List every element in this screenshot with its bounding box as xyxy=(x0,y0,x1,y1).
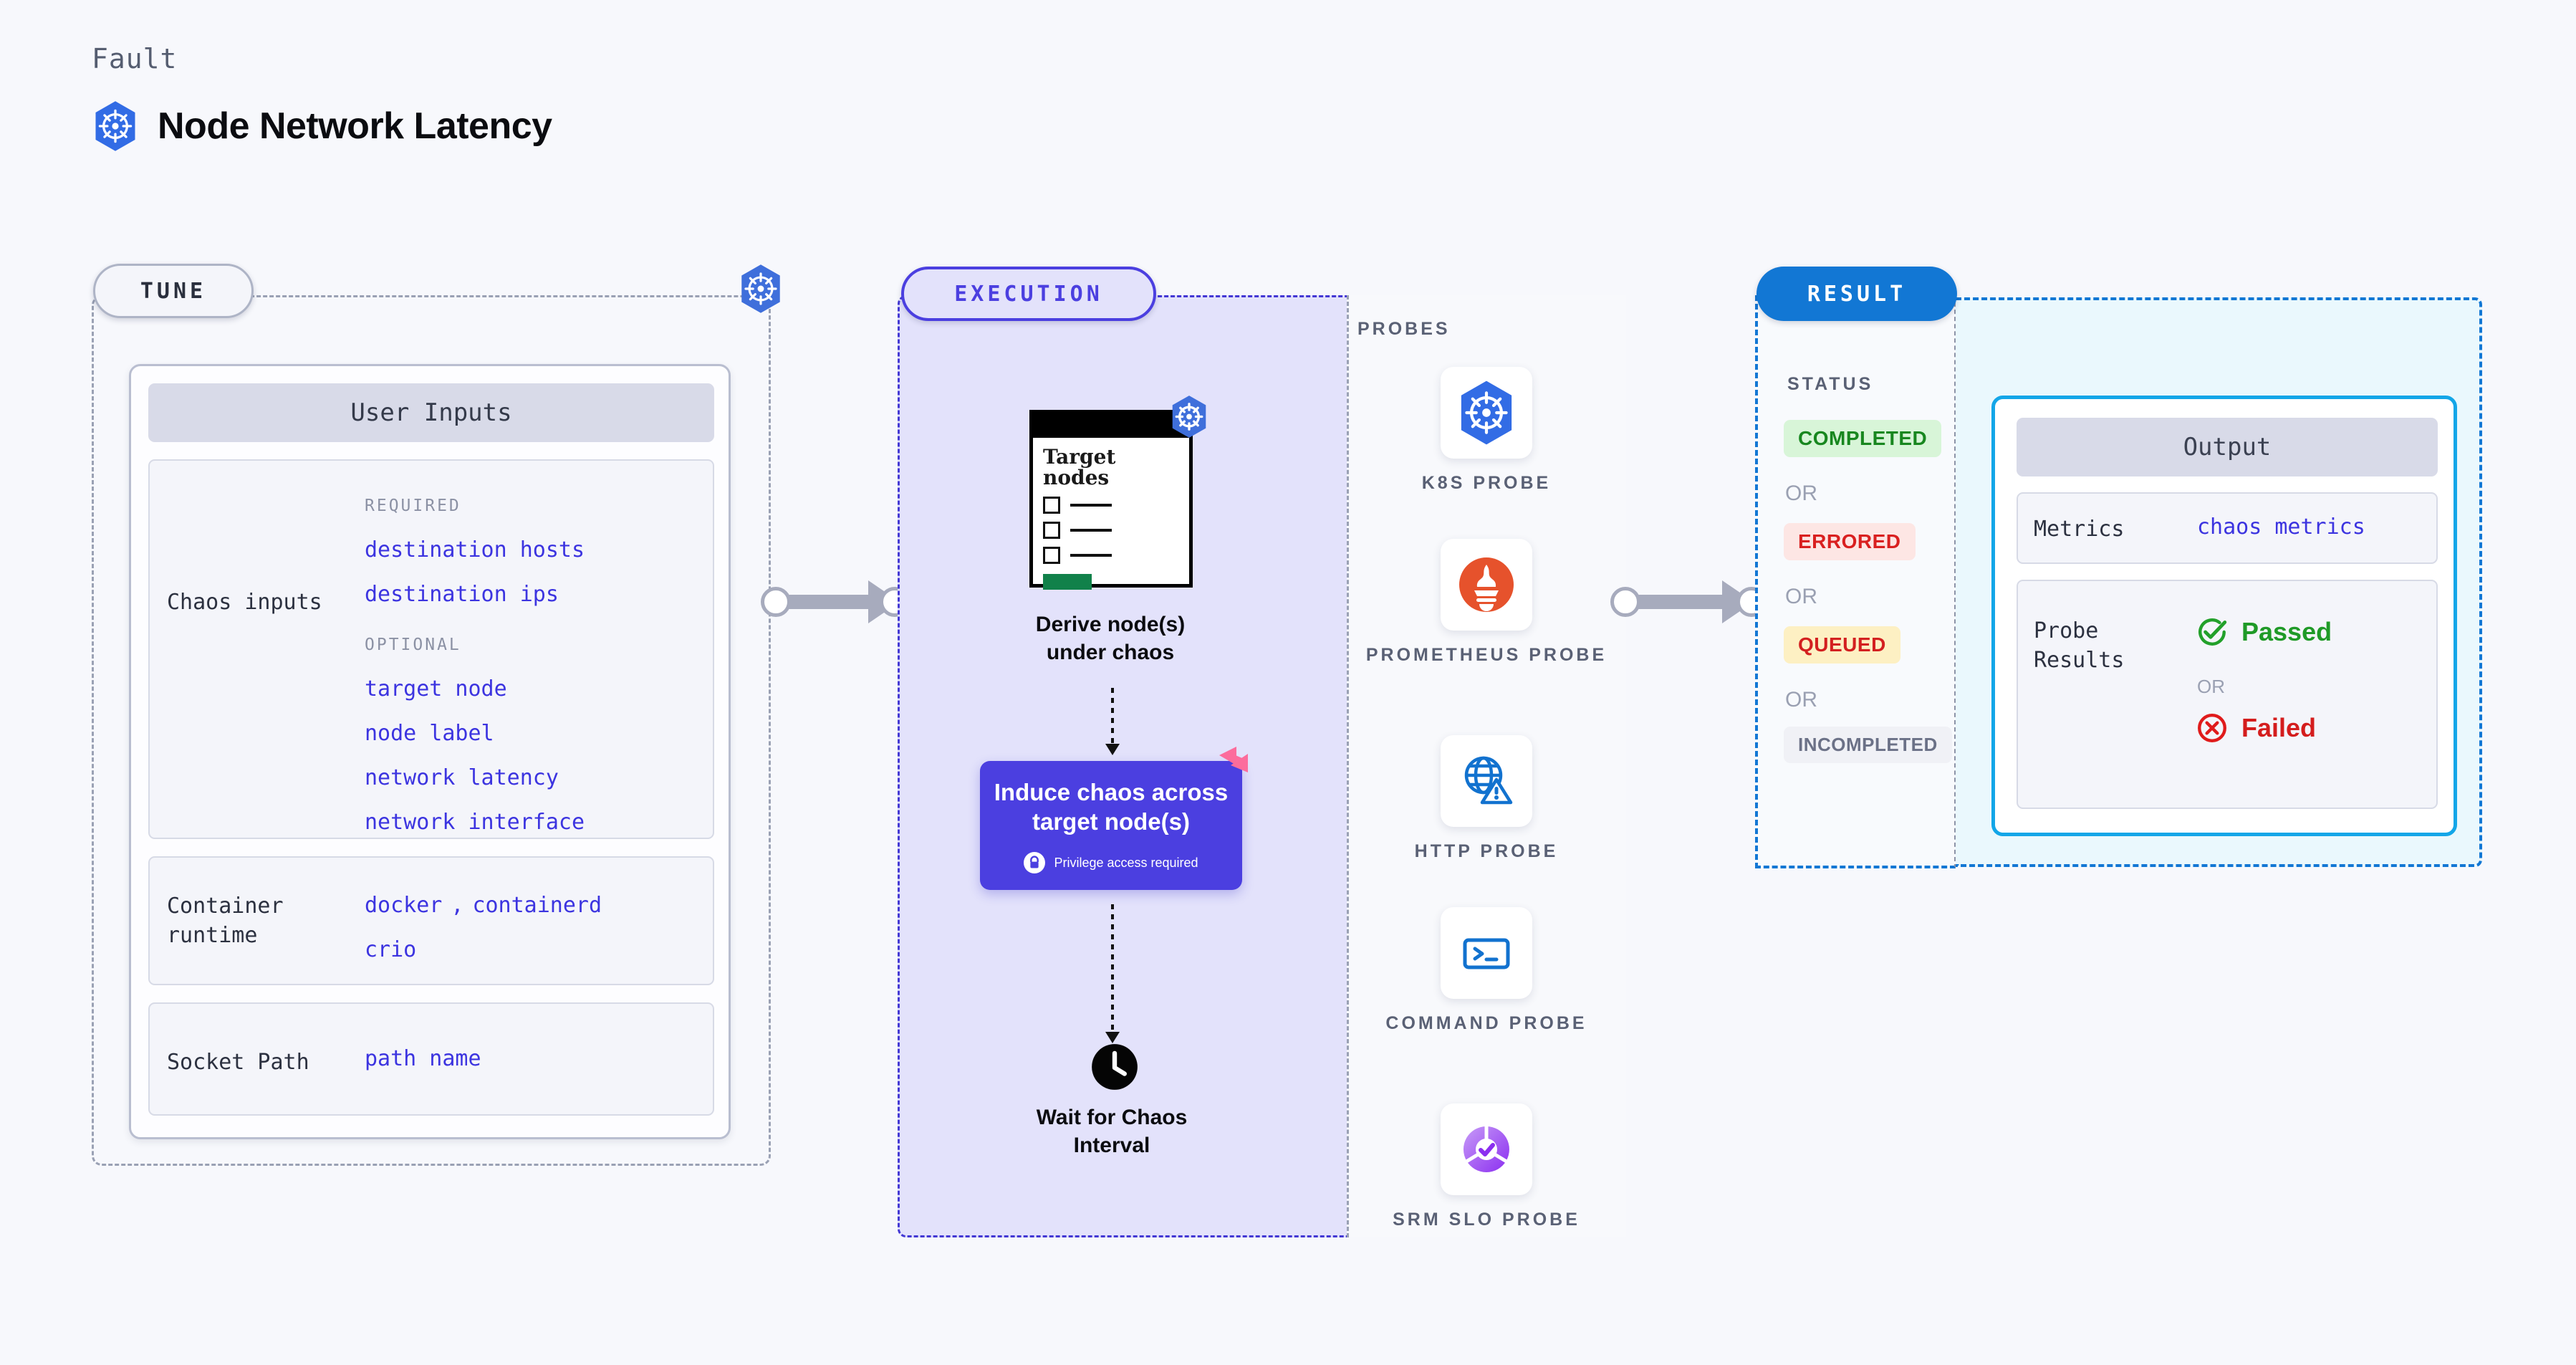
kubernetes-icon xyxy=(738,264,784,314)
execution-stage-tag[interactable]: EXECUTION xyxy=(901,267,1156,321)
user-inputs-title: User Inputs xyxy=(148,383,714,442)
chaos-inputs-label: Chaos inputs xyxy=(167,590,322,615)
metrics-value[interactable]: chaos metrics xyxy=(2197,514,2365,540)
http-globe-warning-icon xyxy=(1441,735,1532,827)
arrow-execution-to-result xyxy=(1610,580,1767,623)
srm-slo-icon xyxy=(1441,1103,1532,1195)
input-node-label[interactable]: node label xyxy=(365,721,494,746)
kubernetes-icon xyxy=(1441,367,1532,459)
optional-heading: OPTIONAL xyxy=(365,636,461,654)
placeholder-line xyxy=(1070,553,1112,557)
runtime-crio[interactable]: crio xyxy=(365,937,417,962)
target-checkbox-row[interactable] xyxy=(1043,546,1189,564)
runtime-containerd[interactable]: containerd xyxy=(472,893,602,918)
probe-results-label: Probe Results xyxy=(2034,618,2125,673)
probe-result-passed: Passed xyxy=(2196,616,2332,648)
passed-label: Passed xyxy=(2241,617,2332,646)
target-card-heading: Target nodes xyxy=(1043,445,1116,490)
check-circle-icon xyxy=(2196,616,2229,648)
status-badge-incompleted: INCOMPLETED xyxy=(1784,727,1952,763)
probes-title: PROBES xyxy=(1357,319,1451,339)
socket-path-row: Socket Path path name xyxy=(148,1002,714,1116)
container-runtime-row: Container runtime docker , containerd cr… xyxy=(148,856,714,985)
input-target-node[interactable]: target node xyxy=(365,676,507,701)
page-header: Fault Node Network Latency xyxy=(92,43,552,152)
container-runtime-label: Container runtime xyxy=(167,894,284,948)
probe-label: COMMAND PROBE xyxy=(1385,1013,1587,1033)
clock-icon xyxy=(1090,1043,1139,1091)
probe-label: PROMETHEUS PROBE xyxy=(1365,645,1607,665)
probe-command[interactable]: COMMAND PROBE xyxy=(1347,907,1626,1036)
target-checkbox-row[interactable] xyxy=(1043,496,1189,514)
runtime-separator: , xyxy=(451,893,464,918)
status-title: STATUS xyxy=(1787,374,1874,394)
derive-step-label: Derive node(s) under chaos xyxy=(1035,613,1186,664)
chaos-step-label: Induce chaos across target node(s) xyxy=(994,778,1229,835)
probe-label: SRM SLO PROBE xyxy=(1393,1210,1580,1230)
checkbox-icon[interactable] xyxy=(1043,496,1060,514)
target-nodes-card: Target nodes xyxy=(1029,396,1206,590)
chaos-inputs-row: Chaos inputs REQUIRED destination hosts … xyxy=(148,459,714,839)
kubernetes-icon xyxy=(1169,395,1209,439)
probe-prometheus[interactable]: PROMETHEUS PROBE xyxy=(1347,539,1626,668)
tune-panel xyxy=(92,295,771,1166)
tune-stage-tag[interactable]: TUNE xyxy=(93,264,254,318)
status-badge-completed: COMPLETED xyxy=(1784,420,1942,457)
fault-title-row: Node Network Latency xyxy=(92,100,552,152)
placeholder-line xyxy=(1070,528,1112,532)
probe-label: HTTP PROBE xyxy=(1414,841,1559,861)
output-title: Output xyxy=(2017,418,2438,476)
kubernetes-icon xyxy=(92,100,139,152)
x-circle-icon xyxy=(2196,712,2229,744)
result-stage-tag[interactable]: RESULT xyxy=(1756,267,1957,321)
page-title: Node Network Latency xyxy=(158,105,552,147)
metrics-label: Metrics xyxy=(2034,517,2125,542)
probe-label: K8S PROBE xyxy=(1421,473,1552,493)
probe-srm-slo[interactable]: SRM SLO PROBE xyxy=(1347,1103,1626,1232)
input-network-latency[interactable]: network latency xyxy=(365,765,559,790)
prometheus-icon xyxy=(1441,539,1532,631)
target-card-titlebar xyxy=(1033,413,1189,438)
checkbox-icon[interactable] xyxy=(1043,521,1060,539)
placeholder-line xyxy=(1070,503,1112,507)
metrics-row: Metrics chaos metrics xyxy=(2017,492,2438,564)
status-badge-queued: QUEUED xyxy=(1784,626,1900,664)
input-destination-ips[interactable]: destination ips xyxy=(365,582,559,607)
terminal-icon xyxy=(1441,907,1532,999)
socket-path-label: Socket Path xyxy=(167,1050,309,1075)
checkbox-icon[interactable] xyxy=(1043,546,1060,564)
input-network-interface[interactable]: network interface xyxy=(365,810,585,835)
required-heading: REQUIRED xyxy=(365,497,461,515)
runtime-docker[interactable]: docker xyxy=(365,893,443,918)
user-inputs-card: User Inputs Chaos inputs REQUIRED destin… xyxy=(129,364,731,1139)
or-label: OR xyxy=(2197,676,2225,697)
probe-http[interactable]: HTTP PROBE xyxy=(1347,735,1626,864)
green-button[interactable] xyxy=(1043,573,1092,590)
arrow-tune-to-execution xyxy=(761,580,910,623)
or-label: OR xyxy=(1785,585,1817,608)
litmus-ribbon-icon xyxy=(1215,744,1252,781)
output-card: Output Metrics chaos metrics Probe Resul… xyxy=(1991,396,2457,836)
socket-path-value[interactable]: path name xyxy=(365,1046,481,1071)
wait-step-label: Wait for Chaos Interval xyxy=(1036,1106,1188,1157)
or-label: OR xyxy=(1785,688,1817,712)
probe-k8s[interactable]: K8S PROBE xyxy=(1347,367,1626,496)
input-destination-hosts[interactable]: destination hosts xyxy=(365,537,585,562)
result-status-panel xyxy=(1755,295,1956,868)
privilege-note: Privilege access required xyxy=(1024,852,1198,874)
lock-icon xyxy=(1024,852,1046,874)
or-label: OR xyxy=(1785,482,1817,505)
status-badge-errored: ERRORED xyxy=(1784,523,1916,560)
failed-label: Failed xyxy=(2241,713,2317,742)
induce-chaos-step: Induce chaos across target node(s) Privi… xyxy=(980,747,1248,890)
fault-eyebrow-label: Fault xyxy=(92,43,178,75)
target-checkbox-row[interactable] xyxy=(1043,521,1189,539)
probe-result-failed: Failed xyxy=(2196,712,2316,744)
arrow-chaos-to-wait xyxy=(1105,904,1120,1043)
probe-results-row: Probe Results Passed OR Failed xyxy=(2017,580,2438,809)
arrow-derive-to-chaos xyxy=(1105,688,1120,755)
